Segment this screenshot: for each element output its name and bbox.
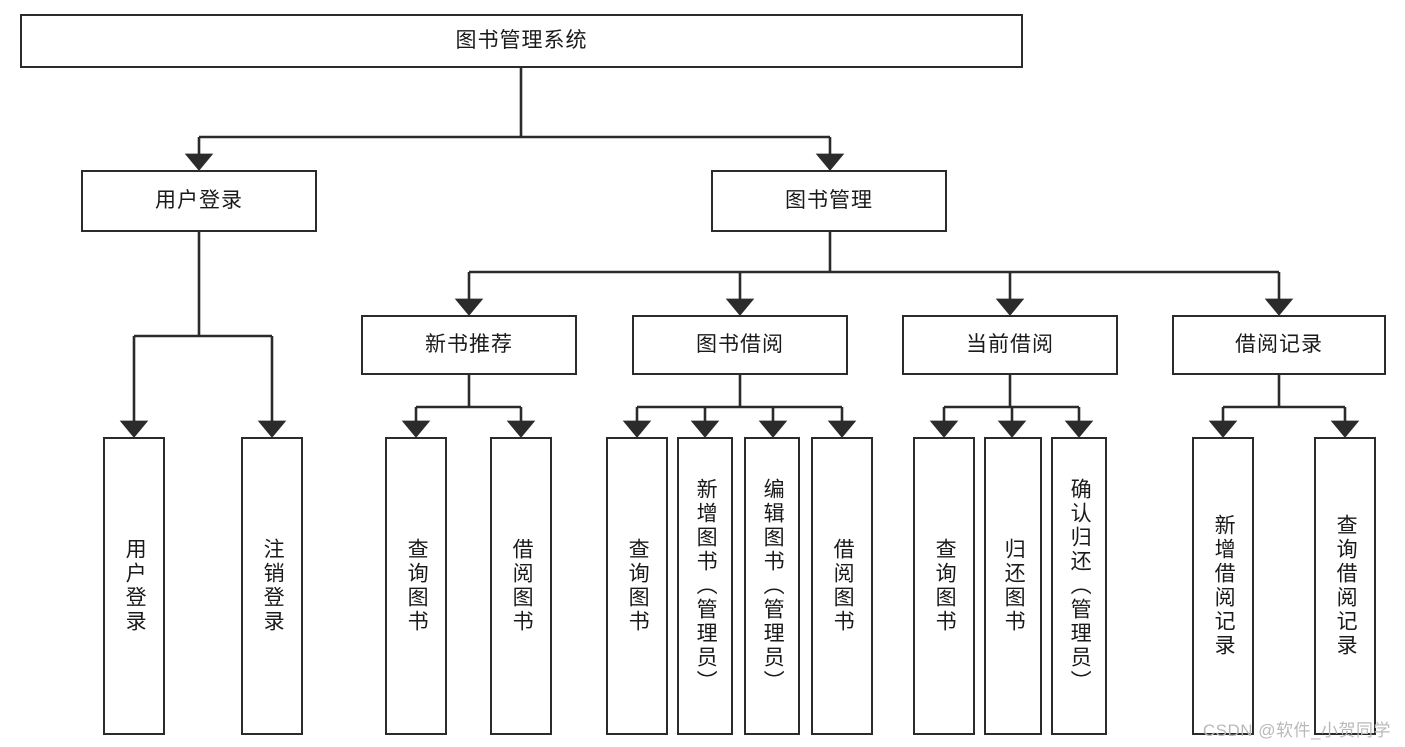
node-leaf-query-book-2-label: 查询图书 xyxy=(626,538,650,634)
node-leaf-add-book-label: 新增图书（管理员） xyxy=(694,478,718,694)
node-leaf-edit-book[interactable]: 编辑图书（管理员） xyxy=(744,437,800,735)
node-leaf-query-record[interactable]: 查询借阅记录 xyxy=(1314,437,1376,735)
node-leaf-query-book-3[interactable]: 查询图书 xyxy=(913,437,975,735)
node-leaf-borrow-book-2-label: 借阅图书 xyxy=(831,538,855,634)
node-leaf-query-book-2[interactable]: 查询图书 xyxy=(606,437,668,735)
node-borrow-record-label: 借阅记录 xyxy=(1235,333,1323,357)
node-leaf-borrow-book-2[interactable]: 借阅图书 xyxy=(811,437,873,735)
node-leaf-confirm-return[interactable]: 确认归还（管理员） xyxy=(1051,437,1107,735)
node-new-book-recommend[interactable]: 新书推荐 xyxy=(361,315,577,375)
node-current-borrow-label: 当前借阅 xyxy=(966,333,1054,357)
watermark: CSDN @软件_小贺同学 xyxy=(1202,721,1391,740)
node-book-borrow[interactable]: 图书借阅 xyxy=(632,315,848,375)
node-leaf-user-login[interactable]: 用户登录 xyxy=(103,437,165,735)
node-leaf-logout[interactable]: 注销登录 xyxy=(241,437,303,735)
node-user-login-label: 用户登录 xyxy=(155,189,243,213)
node-leaf-add-book[interactable]: 新增图书（管理员） xyxy=(677,437,733,735)
node-borrow-record[interactable]: 借阅记录 xyxy=(1172,315,1386,375)
node-root-label: 图书管理系统 xyxy=(455,29,588,53)
node-leaf-borrow-book-1[interactable]: 借阅图书 xyxy=(490,437,552,735)
node-book-borrow-label: 图书借阅 xyxy=(696,333,784,357)
node-leaf-borrow-book-1-label: 借阅图书 xyxy=(510,538,534,634)
node-leaf-add-record[interactable]: 新增借阅记录 xyxy=(1192,437,1254,735)
node-book-management[interactable]: 图书管理 xyxy=(711,170,947,232)
node-leaf-user-login-label: 用户登录 xyxy=(123,538,147,634)
node-book-management-label: 图书管理 xyxy=(785,189,873,213)
node-leaf-return-book[interactable]: 归还图书 xyxy=(984,437,1042,735)
node-leaf-confirm-return-label: 确认归还（管理员） xyxy=(1068,478,1092,694)
node-leaf-add-record-label: 新增借阅记录 xyxy=(1212,514,1236,658)
node-leaf-query-record-label: 查询借阅记录 xyxy=(1334,514,1358,658)
node-leaf-query-book-1[interactable]: 查询图书 xyxy=(385,437,447,735)
node-user-login[interactable]: 用户登录 xyxy=(81,170,317,232)
node-leaf-logout-label: 注销登录 xyxy=(261,538,285,634)
node-leaf-edit-book-label: 编辑图书（管理员） xyxy=(761,478,785,694)
node-leaf-query-book-1-label: 查询图书 xyxy=(405,538,429,634)
node-leaf-return-book-label: 归还图书 xyxy=(1002,538,1026,634)
node-leaf-query-book-3-label: 查询图书 xyxy=(933,538,957,634)
node-current-borrow[interactable]: 当前借阅 xyxy=(902,315,1118,375)
node-root[interactable]: 图书管理系统 xyxy=(20,14,1023,68)
node-new-book-recommend-label: 新书推荐 xyxy=(425,333,513,357)
